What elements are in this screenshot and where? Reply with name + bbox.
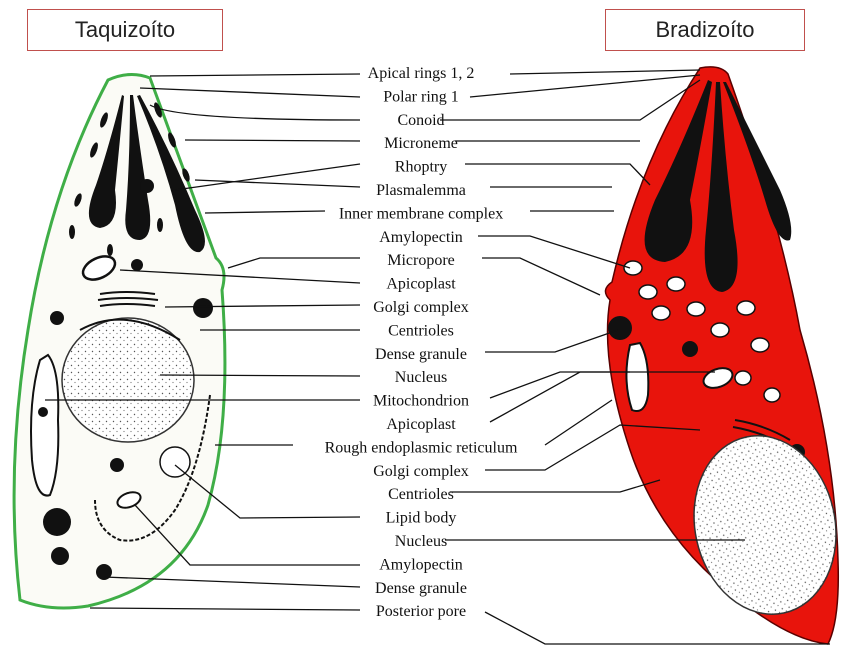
bradyzoite-dense-granule-1 [608, 316, 632, 340]
bradyzoite-dense-granule-2 [682, 341, 698, 357]
label-column: Apical rings 1, 2 Polar ring 1 ConoidMicro… [325, 65, 518, 620]
bradyzoite-mitochondrion [626, 343, 648, 411]
label-apicoplast-15: Apicoplast [386, 416, 456, 433]
label-inner-membrane-complex-6: Inner membrane complex [339, 205, 503, 222]
label-mitochondrion-14: Mitochondrion [373, 393, 469, 410]
label-nucleus-13: Nucleus [395, 369, 447, 386]
label-apicoplast-9: Apicoplast [386, 276, 456, 293]
label-polar-ring-1-1: Polar ring 1 [383, 88, 459, 105]
label-micropore-8: Micropore [387, 252, 455, 269]
label-centrioles-11: Centrioles [388, 322, 454, 339]
tachyzoite-cell [14, 74, 225, 608]
bradyzoite-cell [605, 67, 845, 644]
tachyzoite-dense-granule-post-1 [43, 508, 71, 536]
tachyzoite-dense-granule-top [140, 179, 154, 193]
label-rhoptry-4: Rhoptry [395, 159, 447, 176]
label-dense-granule-22: Dense granule [375, 580, 467, 597]
label-golgi-complex-17: Golgi complex [373, 463, 469, 480]
label-dense-granule-12: Dense granule [375, 346, 467, 363]
tachyzoite-dense-granule-mid [131, 259, 143, 271]
label-nucleus-20: Nucleus [395, 533, 447, 550]
tachyzoite-dense-granule-right [193, 298, 213, 318]
tachyzoite-dense-granule-post-2 [51, 547, 69, 565]
tachyzoite-dense-granule-post-5 [38, 407, 48, 417]
tachyzoite-mitochondrion [31, 355, 58, 496]
label-lipid-body-19: Lipid body [386, 510, 457, 527]
label-microneme-3: Microneme [384, 135, 458, 152]
tachyzoite-dense-granule-left [50, 311, 64, 325]
label-rough-endoplasmic-reticulum-16: Rough endoplasmic reticulum [325, 439, 518, 456]
label-apical-rings-1-2-0: Apical rings 1, 2 [368, 65, 475, 82]
label-amylopectin-7: Amylopectin [379, 229, 463, 246]
label-posterior-pore-23: Posterior pore [376, 603, 466, 620]
label-centrioles-18: Centrioles [388, 486, 454, 503]
label-amylopectin-21: Amylopectin [379, 556, 463, 573]
label-plasmalemma-5: Plasmalemma [376, 182, 466, 199]
label-conoid-2: Conoid [397, 112, 444, 129]
tachyzoite-dense-granule-post-4 [110, 458, 124, 472]
tachyzoite-lipid-body [160, 447, 190, 477]
label-golgi-complex-10: Golgi complex [373, 299, 469, 316]
